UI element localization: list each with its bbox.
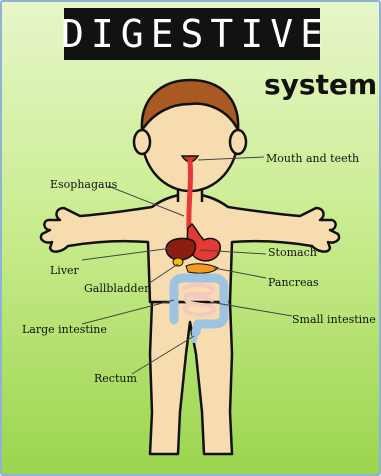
label-gallbladder: Gallbladder	[84, 282, 149, 295]
left-ear	[134, 130, 150, 154]
label-small-intestine: Small intestine	[292, 313, 376, 326]
label-rectum: Rectum	[94, 372, 137, 385]
rectum	[194, 328, 196, 340]
label-pancreas: Pancreas	[268, 276, 319, 289]
label-mouth-and-teeth: Mouth and teeth	[266, 152, 359, 165]
liver	[166, 238, 195, 259]
label-esophagus: Esophagaus	[50, 178, 117, 191]
label-stomach: Stomach	[268, 246, 317, 259]
label-liver: Liver	[50, 264, 79, 277]
esophagus	[189, 162, 191, 230]
gallbladder	[173, 258, 183, 266]
right-ear	[230, 130, 246, 154]
label-large-intestine: Large intestine	[22, 323, 107, 336]
